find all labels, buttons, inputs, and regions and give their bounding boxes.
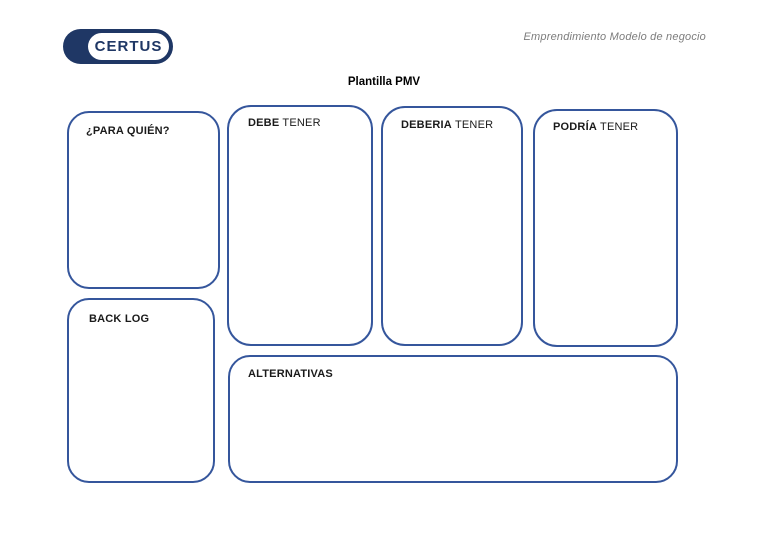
- box-deberia-tener-label-rest: TENER: [451, 119, 494, 131]
- box-alternativas: ALTERNATIVAS: [228, 355, 678, 483]
- page-title: Plantilla PMV: [347, 76, 421, 88]
- box-para-quien: ¿PARA QUIÉN?: [67, 111, 220, 289]
- certus-logo-inner: CERTUS: [88, 33, 169, 60]
- box-deberia-tener: DEBERIA TENER: [381, 106, 523, 346]
- box-deberia-tener-label: DEBERIA TENER: [401, 119, 521, 131]
- box-para-quien-label: ¿PARA QUIÉN?: [86, 125, 170, 137]
- box-back-log: BACK LOG: [67, 298, 215, 483]
- box-debe-tener-label-bold: DEBE: [248, 117, 280, 129]
- box-podria-tener: PODRÍA TENER: [533, 109, 678, 347]
- certus-logo-text: CERTUS: [94, 38, 163, 55]
- box-back-log-label: BACK LOG: [89, 313, 150, 325]
- course-label: Emprendimiento Modelo de negocio: [523, 31, 706, 43]
- box-alternativas-label: ALTERNATIVAS: [248, 368, 333, 380]
- box-debe-tener: DEBE TENER: [227, 105, 373, 346]
- box-podria-tener-label: PODRÍA TENER: [553, 121, 676, 133]
- box-podria-tener-label-rest: TENER: [596, 121, 639, 133]
- box-debe-tener-label-rest: TENER: [279, 117, 321, 129]
- box-podria-tener-label-bold: PODRÍA: [553, 121, 597, 133]
- box-debe-tener-label: DEBE TENER: [248, 117, 371, 129]
- certus-logo: CERTUS: [63, 29, 173, 64]
- box-deberia-tener-label-bold: DEBERIA: [401, 119, 452, 131]
